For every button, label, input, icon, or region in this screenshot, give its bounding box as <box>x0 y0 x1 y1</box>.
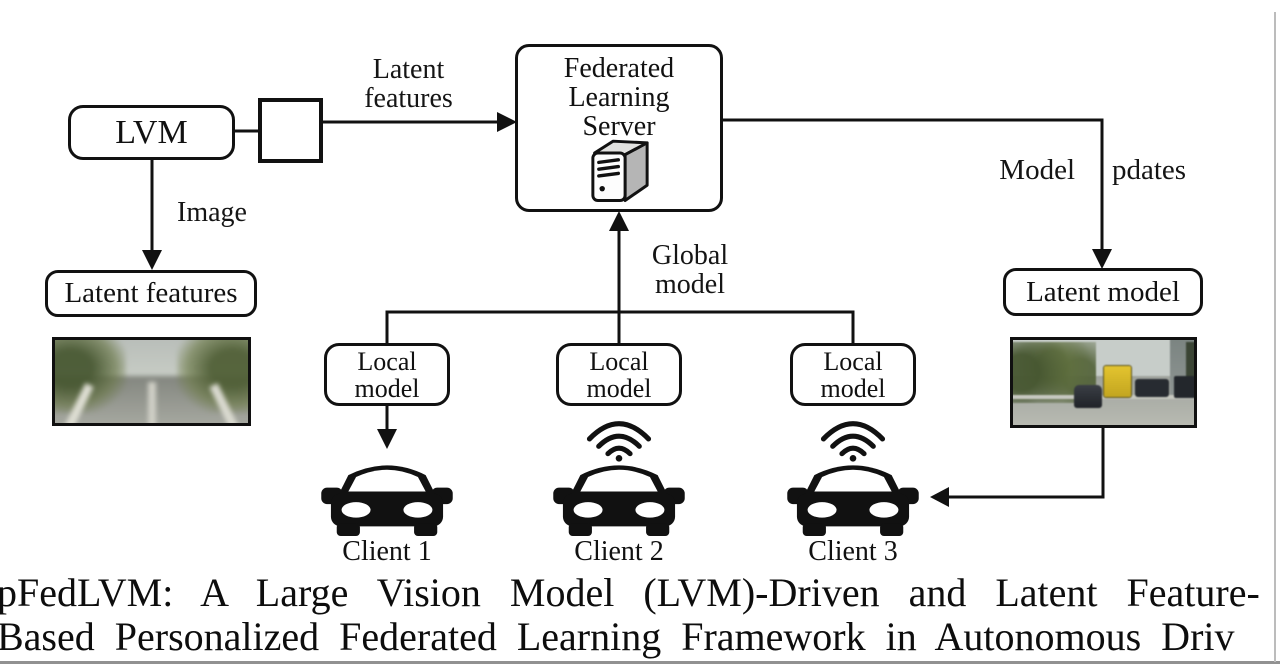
parked-car-2 <box>1174 376 1194 398</box>
parked-car-1 <box>1135 379 1169 397</box>
latent-features-edge-line2: features <box>364 82 453 114</box>
server-box: Federated Learning Server <box>515 44 723 212</box>
arrowhead-into-server <box>497 112 517 132</box>
curb-line <box>1013 394 1194 399</box>
car-icon <box>553 465 685 536</box>
feature-block <box>258 98 323 163</box>
server-icon <box>591 139 649 203</box>
local-model-box-3: Local model <box>790 343 916 406</box>
lvm-box: LVM <box>68 105 235 160</box>
latent-features-edge-line1: Latent <box>372 54 445 85</box>
arrowhead-into-client3 <box>930 487 949 507</box>
arrowhead-into-latent-model <box>1092 249 1112 269</box>
latent-features-box: Latent features <box>45 270 257 317</box>
road-image-blurred <box>52 337 251 426</box>
server-label-line3: Server <box>582 111 656 142</box>
street-image-layers <box>1013 340 1194 425</box>
trees-right-layer <box>176 340 248 414</box>
image-edge-label: Image <box>177 197 247 228</box>
yellow-van <box>1103 366 1132 397</box>
latent-model-box: Latent model <box>1003 268 1203 316</box>
local-model-2-line1: Local <box>589 346 649 376</box>
server-label-line1: Federated <box>563 53 675 84</box>
bottom-divider-line <box>0 661 1280 664</box>
global-model-edge-label: Global model <box>638 241 742 299</box>
latent-model-box-label: Latent model <box>1026 275 1180 308</box>
model-updates-label-right: pdates <box>1112 154 1187 186</box>
global-model-edge-line2: model <box>655 269 725 300</box>
local-model-3-line1: Local <box>823 346 883 376</box>
road-image-layers <box>55 340 248 423</box>
connector-local-models <box>385 310 855 343</box>
latent-features-edge-label: Latent features <box>336 54 481 114</box>
trees-left-layer <box>55 340 127 414</box>
client-3-label: Client 3 <box>808 536 898 567</box>
local-model-box-1: Local model <box>324 343 450 406</box>
arrowhead-into-latent-features <box>142 250 162 270</box>
street-scene-image <box>1010 337 1197 428</box>
edge-street-image-to-client3 <box>949 428 1105 499</box>
wifi-icon <box>820 421 886 462</box>
car-icon <box>321 465 453 536</box>
client-2-label: Client 2 <box>574 536 664 567</box>
arrowhead-into-server-bottom <box>609 211 629 231</box>
local-model-2-line2: model <box>586 373 652 403</box>
car-icon <box>787 465 919 536</box>
caption-line-2: Based Personalized Federated Learning Fr… <box>0 614 1235 659</box>
model-updates-label-left: Model <box>999 154 1075 186</box>
right-edge-line <box>1274 12 1276 662</box>
wifi-icon <box>586 421 652 462</box>
local-model-1-line2: model <box>354 373 420 403</box>
server-label-line2: Learning <box>568 82 670 113</box>
arrowhead-into-client1 <box>377 429 397 449</box>
global-model-edge-line1: Global <box>651 240 729 271</box>
latent-features-box-label: Latent features <box>64 277 238 309</box>
lane-line-center <box>148 381 156 423</box>
tall-tree-right <box>1186 342 1194 395</box>
local-model-box-2: Local model <box>556 343 682 406</box>
lvm-label: LVM <box>115 113 188 151</box>
local-model-3-line2: model <box>820 373 886 403</box>
local-model-1-line1: Local <box>357 346 417 376</box>
caption-line-1: pFedLVM: A Large Vision Model (LVM)-Driv… <box>0 570 1260 615</box>
client-1-label: Client 1 <box>342 536 432 567</box>
dark-car-center <box>1073 384 1102 408</box>
